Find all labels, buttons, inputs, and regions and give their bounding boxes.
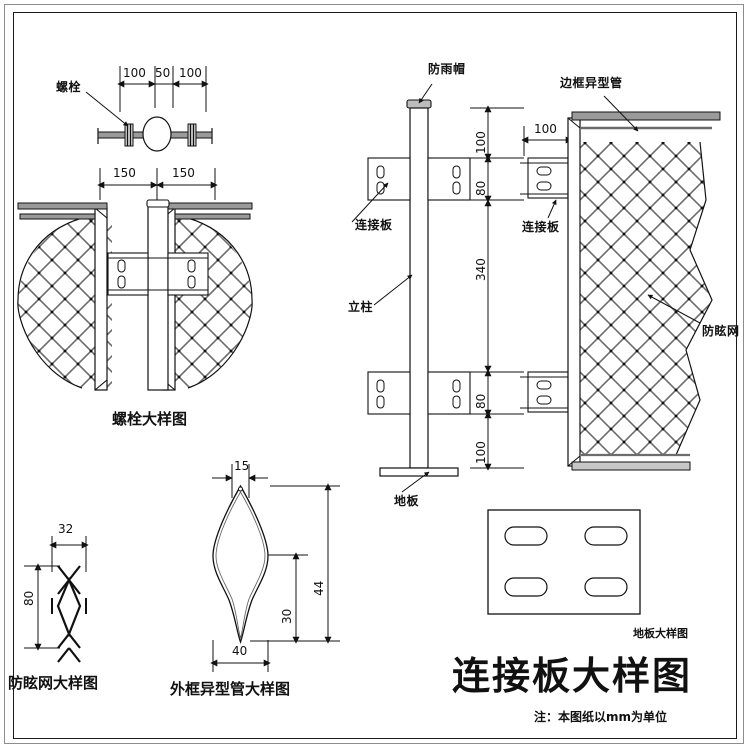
units-note: 注：本图纸以mm为单位 <box>534 710 668 724</box>
main-title: 连接板大样图 <box>452 654 693 698</box>
caption-frame-tube-detail: 外框异型管大样图 <box>170 680 291 698</box>
dimension-30: 30 <box>280 608 294 624</box>
sheet-border-outer <box>4 4 744 744</box>
dimension-100-panel: 100 <box>534 122 557 136</box>
callout-connecting-plate-panel: 连接板 <box>522 220 560 234</box>
callout-base-plate: 地板 <box>394 494 420 508</box>
callout-anti-glare-net: 防眩网 <box>702 324 740 338</box>
dimension-80-bottom: 80 <box>474 393 488 409</box>
dimension-100-a: 100 <box>123 66 146 80</box>
dimension-50: 50 <box>155 66 171 80</box>
callout-bolt: 螺栓 <box>56 80 82 94</box>
caption-base-plate-detail: 地板大样图 <box>633 627 688 640</box>
callout-post: 立柱 <box>348 300 374 314</box>
caption-bolt-detail: 螺栓大样图 <box>112 410 188 428</box>
dimension-32: 32 <box>58 522 74 536</box>
dimension-44: 44 <box>312 580 326 596</box>
dimension-80-top: 80 <box>474 180 488 196</box>
dimension-100-b: 100 <box>179 66 202 80</box>
dimension-15: 15 <box>234 459 250 473</box>
callout-connecting-plate-post: 连接板 <box>355 218 393 232</box>
dimension-80-net: 80 <box>22 590 36 606</box>
sheet-border-inner <box>13 12 737 739</box>
dimension-340: 340 <box>474 258 488 281</box>
dimension-100-top: 100 <box>474 131 488 154</box>
dimension-100-bottom: 100 <box>474 441 488 464</box>
callout-rain-cap: 防雨帽 <box>428 62 466 76</box>
caption-net-detail: 防眩网大样图 <box>8 674 99 692</box>
dimension-150-a: 150 <box>113 166 136 180</box>
callout-frame-tube: 边框异型管 <box>560 76 623 90</box>
dimension-40: 40 <box>232 644 248 658</box>
dimension-150-b: 150 <box>172 166 195 180</box>
